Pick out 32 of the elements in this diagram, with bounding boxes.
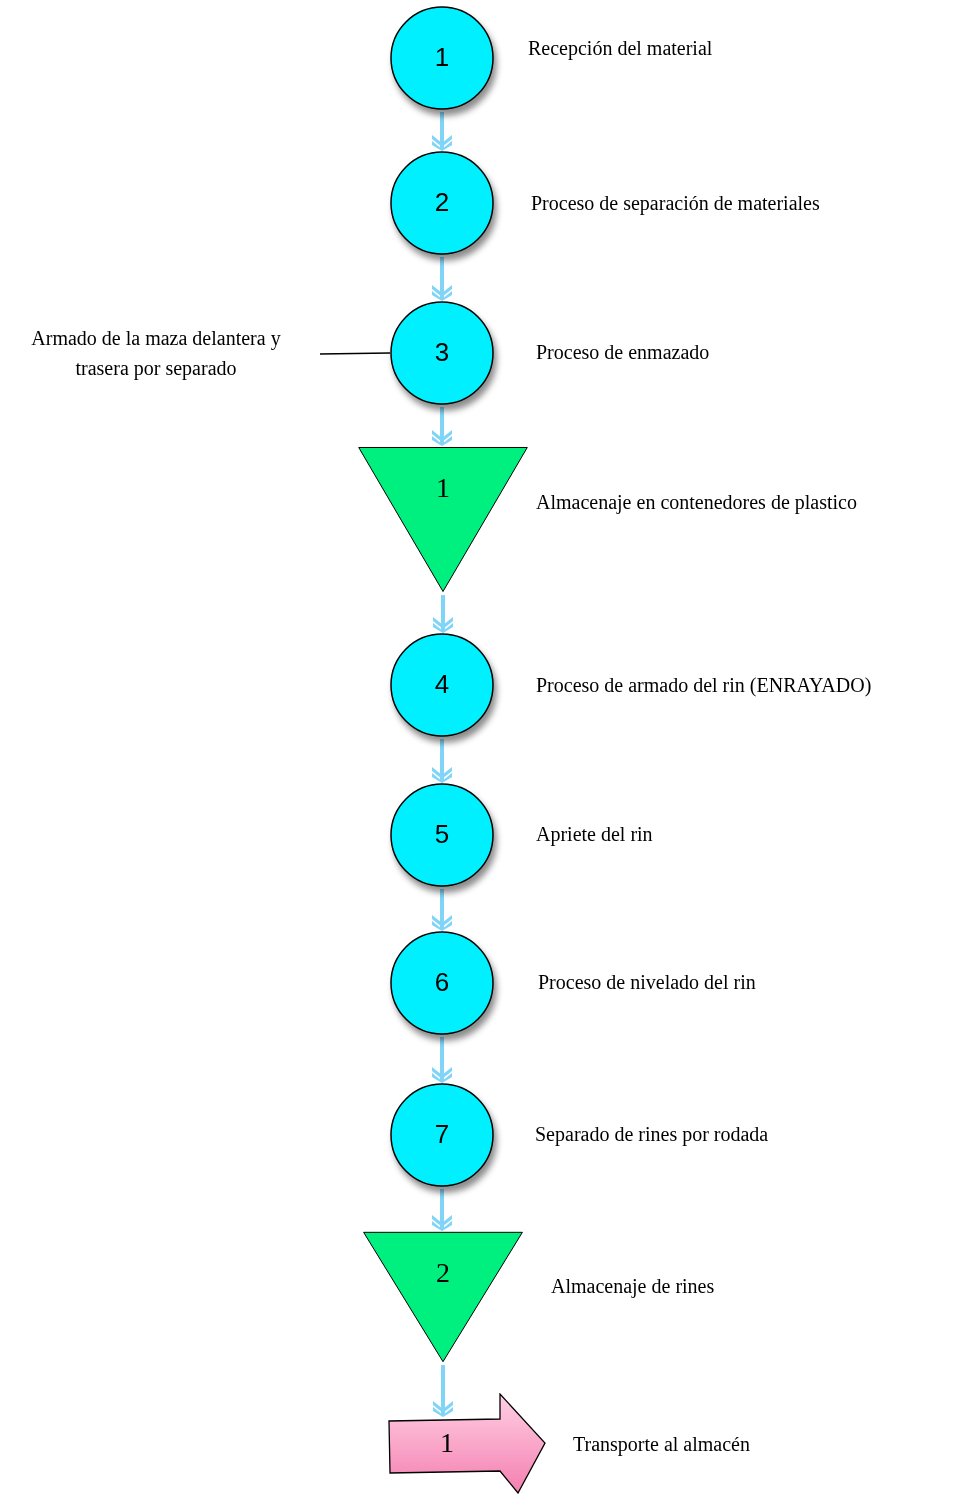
step-description: Proceso de nivelado del rin — [538, 970, 756, 995]
leader-line — [319, 352, 391, 355]
step-number: 5 — [433, 819, 451, 849]
operation-circle — [390, 783, 494, 887]
step-description: Proceso de separación de materiales — [531, 191, 820, 217]
step-number: 1 — [433, 42, 451, 72]
storage-triangle — [362, 1231, 524, 1363]
operation-circle — [390, 1083, 494, 1187]
step-description: Almacenaje en contenedores de plastico — [536, 490, 857, 516]
step-number: 1 — [435, 472, 451, 504]
step-number: 2 — [433, 187, 451, 217]
step-description: Proceso de armado del rin (ENRAYADO) — [536, 673, 872, 699]
step-description: Transporte al almacén — [573, 1432, 750, 1458]
operation-circle — [390, 151, 494, 255]
transport-arrow — [388, 1393, 546, 1494]
step-number: 7 — [433, 1119, 451, 1149]
step-number: 6 — [433, 967, 451, 997]
operation-circle — [390, 301, 494, 405]
step-number: 2 — [435, 1257, 451, 1289]
step-description: Proceso de enmazado — [536, 340, 710, 365]
step-description: Recepción del material — [528, 36, 713, 62]
step-description: Apriete del rin — [536, 822, 653, 848]
step-description: Separado de rines por rodada — [535, 1122, 769, 1148]
step-number: 4 — [433, 669, 451, 699]
step-number: 3 — [433, 337, 451, 367]
step-description: Almacenaje de rines — [551, 1274, 715, 1300]
operation-circle — [390, 633, 494, 737]
operation-circle — [390, 931, 494, 1035]
operation-circle — [390, 6, 494, 110]
storage-triangle — [357, 446, 529, 593]
step-number: 1 — [439, 1427, 455, 1459]
note-text: Armado de la maza delantera y trasera por separado — [6, 324, 306, 382]
